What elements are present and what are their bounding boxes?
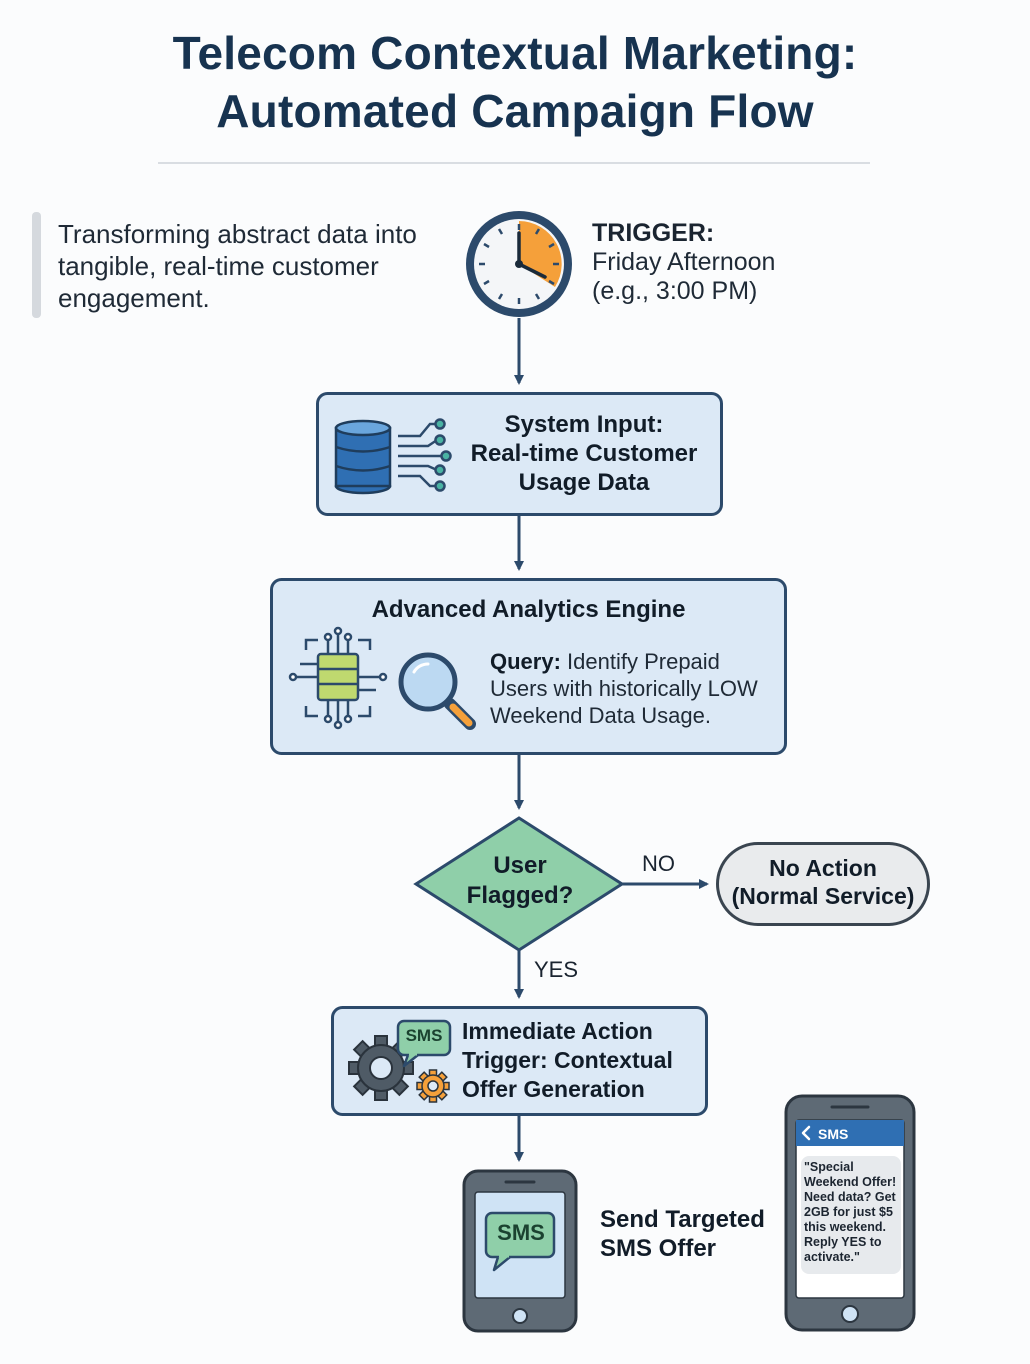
- system-input-box: [316, 392, 723, 516]
- intro-line-1: Transforming abstract data into: [58, 219, 417, 249]
- phone-send-icon: [462, 1169, 578, 1333]
- no-branch-label: NO: [642, 851, 675, 876]
- title-divider: [158, 162, 870, 164]
- sms-bubble-icon: [396, 1019, 452, 1068]
- action-line-1: Immediate Action: [462, 1018, 653, 1044]
- title-line-1: Telecom Contextual Marketing:: [172, 27, 858, 79]
- page-title: Telecom Contextual Marketing: Automated …: [0, 24, 1030, 140]
- intro-line-3: engagement.: [58, 283, 210, 313]
- intro-text: Transforming abstract data into tangible…: [58, 218, 458, 314]
- trigger-time-line-2: (e.g., 3:00 PM): [592, 277, 758, 305]
- phone-preview-message: "Special Weekend Offer! Need data? Get 2…: [804, 1160, 897, 1264]
- no-action-line-1: No Action: [769, 855, 877, 881]
- yes-branch-label: YES: [534, 957, 579, 982]
- decision-label: User Flagged?: [430, 851, 610, 911]
- query-line-3: Weekend Data Usage.: [490, 703, 711, 728]
- query-line-2: Users with historically LOW: [490, 676, 758, 701]
- send-sms-badge: SMS: [497, 1220, 545, 1245]
- send-line-2: SMS Offer: [600, 1235, 717, 1262]
- system-input-line-3: Usage Data: [518, 469, 650, 496]
- data-stream-icon: [398, 418, 452, 492]
- phone-preview-header: SMS: [818, 1126, 849, 1142]
- intro-line-2: tangible, real-time customer: [58, 251, 379, 281]
- no-action-label: No Action (Normal Service): [716, 854, 930, 910]
- no-action-line-2: (Normal Service): [731, 883, 915, 909]
- database-icon: [334, 419, 392, 495]
- action-trigger-label: Immediate Action Trigger: Contextual Off…: [462, 1017, 702, 1104]
- small-gear-icon: [416, 1069, 450, 1103]
- send-sms-label: Send Targeted SMS Offer: [600, 1205, 765, 1263]
- system-input-label: System Input: Real-time Customer Usage D…: [464, 410, 704, 497]
- decision-diamond: [413, 816, 625, 952]
- system-input-line-1: System Input:: [504, 411, 664, 438]
- phone-preview-icon: [784, 1094, 916, 1332]
- analytics-engine-title: Advanced Analytics Engine: [371, 596, 686, 623]
- no-action-pill: [716, 842, 930, 926]
- title-line-2: Automated Campaign Flow: [216, 85, 814, 137]
- analytics-engine-box: [270, 578, 787, 755]
- connector-arrows: [514, 318, 709, 1162]
- system-input-line-2: Real-time Customer: [470, 440, 698, 467]
- trigger-time-line-1: Friday Afternoon: [592, 248, 776, 276]
- action-line-3: Offer Generation: [462, 1076, 645, 1102]
- send-line-1: Send Targeted: [600, 1206, 765, 1233]
- analytics-query: Query: Identify Prepaid Users with histo…: [490, 648, 790, 729]
- trigger-time: Friday Afternoon (e.g., 3:00 PM): [592, 248, 775, 306]
- action-line-2: Trigger: Contextual: [462, 1047, 673, 1073]
- action-sms-badge: SMS: [405, 1026, 443, 1045]
- magnifier-icon: [398, 652, 476, 730]
- decision-line-1: User: [493, 852, 547, 879]
- quote-bar: [32, 212, 41, 318]
- decision-line-2: Flagged?: [466, 882, 574, 909]
- query-label: Query:: [490, 649, 561, 674]
- trigger-label: TRIGGER:: [592, 219, 715, 247]
- query-line-1: Identify Prepaid: [567, 649, 720, 674]
- clock-icon: [466, 211, 572, 317]
- server-chip-icon: [288, 626, 388, 730]
